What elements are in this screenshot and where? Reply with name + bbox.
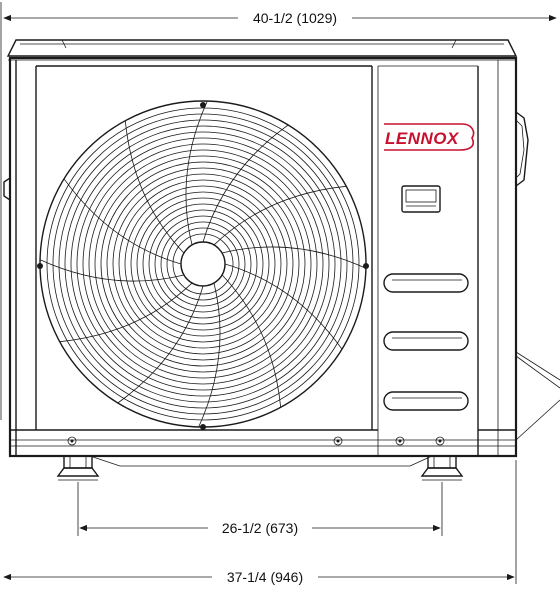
panel-louver-2 [383,331,469,351]
fan-guard-ring [106,167,300,361]
fan-guard-spoke [202,124,289,243]
panel-louver-1 [383,273,469,293]
service-panel: LENNOX [383,123,475,411]
dimension-label-base-width: 37-1/4 (946) [227,569,303,585]
fan-guard-ring [46,107,360,421]
fan-guard-spoke [221,274,282,408]
fan-guard-screw-right [363,263,369,269]
dimension-foot-spacing: 26-1/2 (673) [77,482,443,536]
fan-guard-spoke [213,185,347,246]
fan-guard-ring [130,191,276,337]
fan-guard-spoke [59,282,193,343]
fan-guard-ring [154,215,252,313]
fan-guard-ring [112,173,294,355]
fan-guard-spoke [198,283,221,428]
fan-guard-ring [52,113,354,415]
fan-hub [180,241,226,287]
fan-guard-ring [58,119,348,409]
fan-guard-ring [88,149,318,379]
dimension-label-foot-spacing: 26-1/2 (673) [222,520,298,536]
base-feet [40,436,480,481]
fan-guard-ring [94,155,312,373]
fan-guard-ring [172,233,234,295]
fan-guard-ring [148,209,258,319]
foot-right [420,455,464,481]
foot-left [56,455,100,481]
fan-guard-ring [142,203,264,325]
fan-guard-ring [166,227,240,301]
dimension-overall-width: 40-1/2 (1029) [0,2,557,420]
brand-logo: LENNOX [384,123,475,151]
fan-guard-screw-top [200,102,206,108]
fan-guard-ring [136,197,270,331]
fan-guard-ring [70,131,336,397]
cabinet [3,56,560,458]
fan-guard-ring [76,137,330,391]
dimension-label-overall-width: 40-1/2 (1029) [253,10,337,26]
fan-guard-spoke [117,285,204,404]
brand-logo-text: LENNOX [385,129,460,148]
top-cap [6,39,518,61]
fan-guard-screw-bottom [200,424,206,430]
fan-guard-ring [100,161,306,367]
panel-louver-3 [383,391,469,411]
fan-guard-ring [64,125,342,403]
fan-guard-screw-left [37,263,43,269]
dimension-base-width: 37-1/4 (946) [3,460,517,585]
fan-guard-ring [82,143,324,385]
fan-guard-ring [124,185,282,343]
panel-handle [401,185,441,213]
fan-guard-ring [160,221,246,307]
fan-guard-spoke [63,178,182,265]
fan-guard-ring [118,179,288,349]
fan-guard [37,100,369,430]
fan-guard-spoke [222,246,367,269]
fan-guard-spoke [124,120,185,254]
fan-guard-spoke [224,263,343,350]
fan-guard-spoke [39,259,184,282]
fan-guard-spoke [185,100,208,245]
